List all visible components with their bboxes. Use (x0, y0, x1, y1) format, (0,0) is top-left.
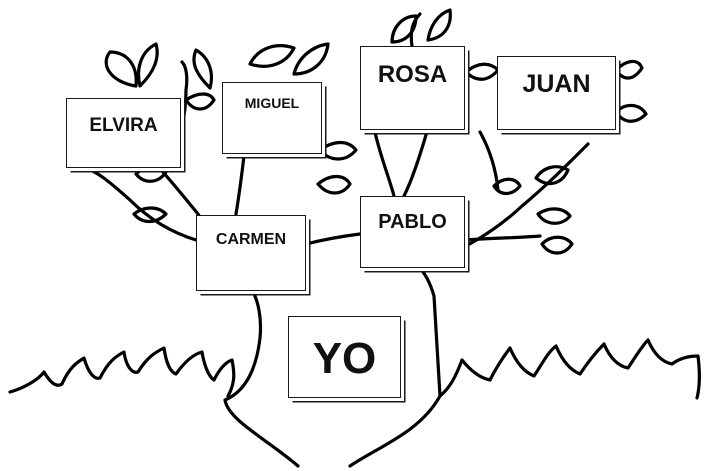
leaf (614, 103, 648, 123)
family-card-rosa: ROSA (360, 46, 465, 130)
leaf (426, 8, 452, 42)
leaf (248, 44, 296, 68)
leaf (492, 177, 522, 196)
leaf (318, 140, 358, 161)
leaf (536, 207, 572, 225)
family-card-carmen: CARMEN (196, 215, 306, 291)
branch-left-3 (234, 154, 246, 216)
branch-left-4 (178, 60, 189, 138)
grass-left (8, 346, 236, 398)
branch-mid-2 (372, 126, 396, 198)
family-card-pablo: PABLO (360, 196, 465, 268)
grass-right (438, 338, 701, 400)
branch-right-3 (478, 130, 500, 192)
leaf (292, 42, 330, 76)
leaf (184, 92, 216, 111)
branch-right-2 (464, 234, 542, 242)
branch-left-2 (82, 166, 198, 242)
branch-mid-1 (304, 232, 362, 246)
card-label-pablo: PABLO (378, 211, 447, 233)
leaf (316, 174, 352, 195)
leaf (132, 206, 168, 224)
family-card-elvira: ELVIRA (66, 98, 181, 168)
family-card-juan: JUAN (497, 56, 616, 130)
branch-mid-3 (402, 126, 430, 198)
family-card-yo: YO (288, 316, 401, 398)
leaf (540, 235, 574, 255)
leaf (104, 50, 138, 88)
leaf (614, 59, 644, 80)
card-label-rosa: ROSA (377, 61, 448, 88)
tree-trunk-right (348, 264, 442, 468)
family-card-miguel: MIGUEL (222, 82, 322, 154)
card-label-elvira: ELVIRA (89, 115, 158, 136)
leaf (534, 165, 570, 186)
leaf (192, 48, 214, 90)
tree-trunk-left (223, 288, 300, 468)
leaf (134, 164, 168, 183)
leaf (390, 14, 418, 44)
leaf (464, 62, 500, 81)
leaf (136, 42, 159, 88)
card-label-juan: JUAN (522, 70, 591, 98)
card-label-yo: YO (312, 334, 377, 383)
card-label-carmen: CARMEN (215, 231, 287, 248)
card-label-miguel: MIGUEL (244, 95, 300, 111)
